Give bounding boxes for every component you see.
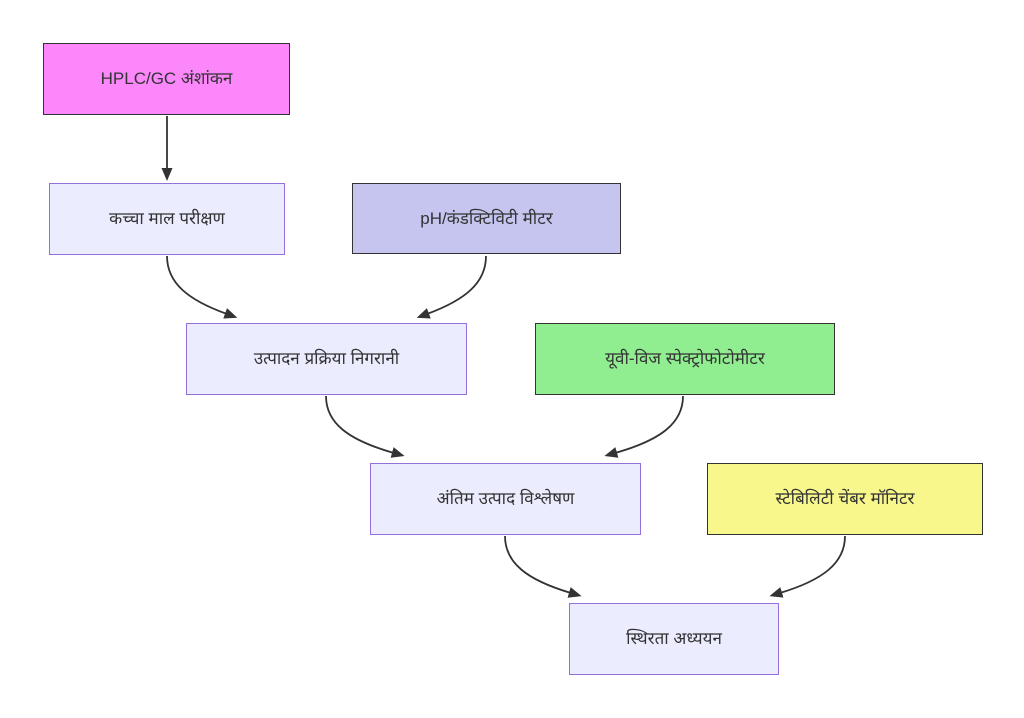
node-label: अंतिम उत्पाद विश्लेषण [436, 489, 575, 509]
edge-process-to-final-product [325, 395, 405, 458]
node-label: स्टेबिलिटी चेंबर मॉनिटर [775, 489, 915, 509]
node-stability-study: स्थिरता अध्ययन [569, 603, 779, 675]
node-label: कच्चा माल परीक्षण [109, 209, 225, 229]
node-label: pH/कंडक्टिविटी मीटर [420, 208, 553, 228]
node-label: यूवी-विज स्पेक्ट्रोफोटोमीटर [605, 349, 765, 369]
edge-raw-material-to-process [166, 255, 238, 319]
edge-uv-vis-to-final-product [604, 395, 684, 458]
node-hplc-gc-calibration: HPLC/GC अंशांकन [43, 43, 290, 115]
node-ph-conductivity-meter: pH/कंडक्टिविटी मीटर [352, 183, 621, 254]
node-label: HPLC/GC अंशांकन [100, 69, 233, 89]
node-label: उत्पादन प्रक्रिया निगरानी [253, 349, 400, 369]
node-production-process-monitoring: उत्पादन प्रक्रिया निगरानी [186, 323, 467, 395]
node-label: स्थिरता अध्ययन [626, 629, 722, 649]
node-uv-vis-spectrophotometer: यूवी-विज स्पेक्ट्रोफोटोमीटर [535, 323, 835, 395]
edge-stability-chamber-to-stability-study [769, 535, 846, 598]
node-stability-chamber-monitor: स्टेबिलिटी चेंबर मॉनिटर [707, 463, 983, 535]
node-raw-material-testing: कच्चा माल परीक्षण [49, 183, 285, 255]
edge-final-product-to-stability-study [504, 535, 582, 598]
edge-ph-meter-to-process [416, 255, 487, 319]
edge-group [161, 116, 846, 598]
node-final-product-analysis: अंतिम उत्पाद विश्लेषण [370, 463, 641, 535]
